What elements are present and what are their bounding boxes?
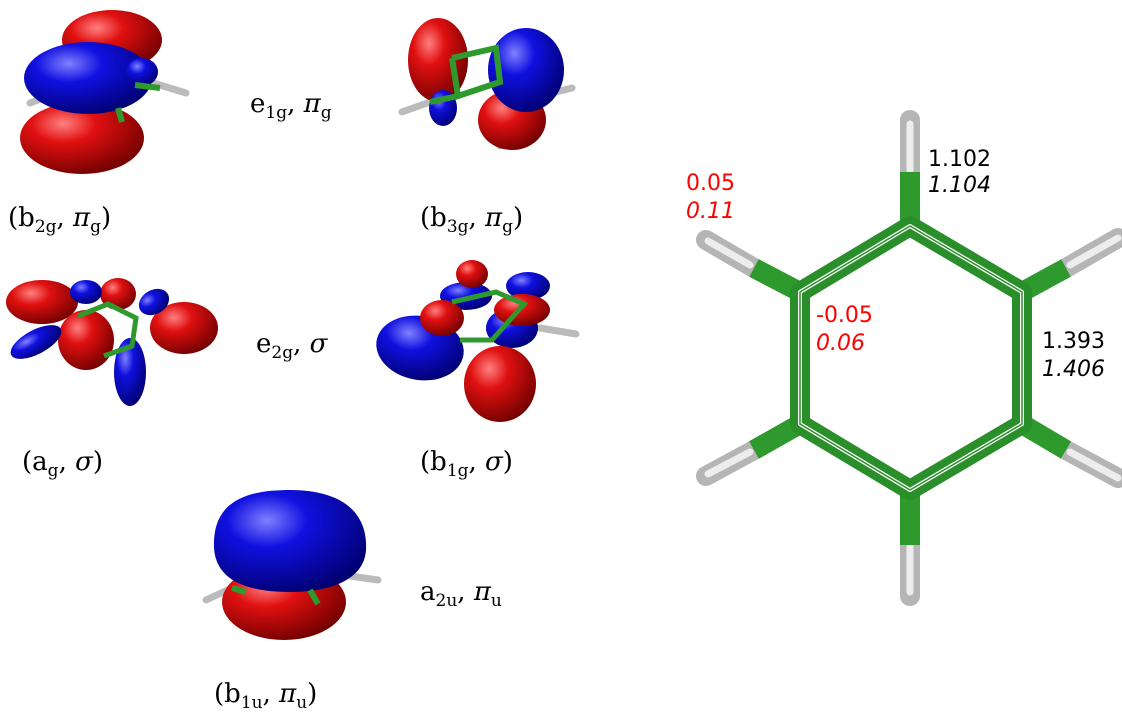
- carbon-ring: [790, 216, 1032, 500]
- label-e2g-sigma: e2g, σ: [256, 329, 329, 363]
- orbital-b3g-image: [398, 18, 576, 150]
- ch-bond-lower-right: [1016, 415, 1122, 488]
- label-e1g-pig: e1g, πg: [250, 89, 332, 123]
- cc-bond-length-2: 1.406: [1042, 357, 1105, 382]
- ch-bond-lower-left: [696, 415, 805, 486]
- ch-bond-upper-left: [696, 230, 805, 301]
- orbital-ag-image: [6, 278, 218, 406]
- ch-bond-upper-right: [1017, 228, 1122, 301]
- c-charge-2: 0.06: [816, 331, 865, 356]
- orbital-b1u-image: [202, 490, 382, 640]
- h-charge-2: 0.11: [686, 199, 735, 224]
- label-b1g-sigma: (b1g, σ): [420, 447, 513, 481]
- orbital-b1g-image: [376, 260, 580, 422]
- benzene-molecule: [696, 110, 1122, 606]
- cc-bond-length-1: 1.393: [1042, 329, 1105, 354]
- orbital-b2g-image: [20, 10, 190, 174]
- h-charge-1: 0.05: [686, 171, 735, 196]
- label-b3g-pig: (b3g, πg): [420, 203, 523, 237]
- label-b1u-piu: (b1u, πu): [214, 679, 317, 713]
- ch-bond-length-1: 1.102: [928, 147, 991, 172]
- label-ag-sigma: (ag, σ): [22, 447, 103, 481]
- c-charge-1: -0.05: [816, 303, 873, 328]
- label-a2u-piu: a2u, πu: [420, 577, 502, 611]
- ch-bond-length-2: 1.104: [928, 173, 991, 198]
- label-b2g-pig: (b2g, πg): [8, 203, 111, 237]
